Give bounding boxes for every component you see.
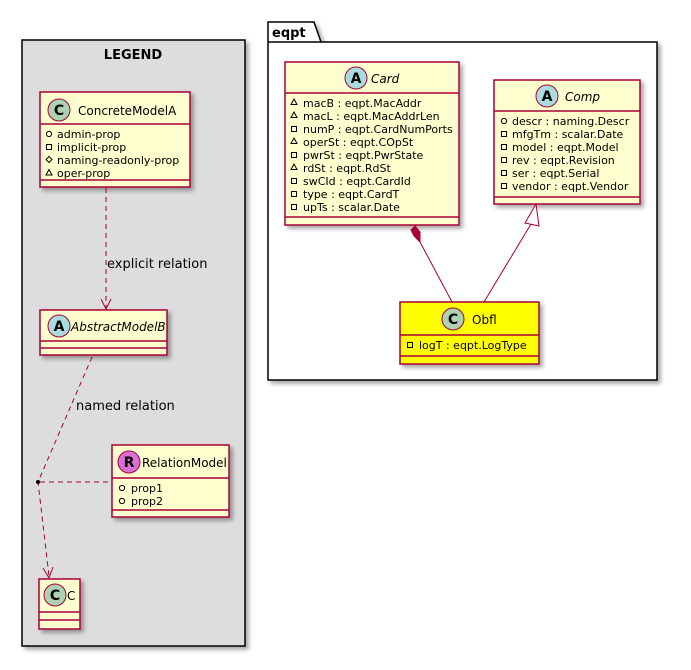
class-comp[interactable]: A Comp descr : naming.Descr mfgTm : scal… bbox=[493, 79, 641, 205]
vis-public-icon bbox=[118, 484, 126, 492]
vis-public-icon bbox=[118, 497, 126, 505]
named-relation-label: named relation bbox=[76, 399, 175, 414]
badge-letter: A bbox=[351, 71, 362, 87]
vis-private-icon bbox=[291, 191, 297, 197]
class-stereotype-badge bbox=[47, 314, 71, 338]
badge-letter: A bbox=[54, 319, 65, 335]
vis-private-icon bbox=[501, 170, 507, 176]
vis-private-icon bbox=[501, 144, 507, 150]
vis-private-icon bbox=[291, 204, 297, 210]
edge-named-relation bbox=[36, 356, 93, 580]
attribute: oper-prop bbox=[57, 167, 110, 180]
class-relation-model[interactable]: R RelationModel prop1 prop2 bbox=[111, 444, 230, 518]
attribute: type : eqpt.CardT bbox=[303, 188, 400, 201]
attribute: naming-readonly-prop bbox=[57, 154, 179, 167]
vis-private-icon bbox=[291, 152, 297, 158]
attribute: logT : eqpt.LogType bbox=[419, 339, 527, 352]
badge-letter: A bbox=[542, 89, 553, 105]
class-stereotype-badge bbox=[43, 583, 67, 607]
class-name: C bbox=[67, 589, 75, 603]
vis-private-icon bbox=[407, 342, 413, 348]
attribute: prop2 bbox=[131, 495, 163, 508]
class-name: RelationModel bbox=[142, 456, 227, 470]
class-card[interactable]: A Card macB : eqpt.MacAddr macL : eqpt.M… bbox=[284, 61, 460, 226]
vis-package-icon bbox=[290, 136, 298, 144]
attribute: ser : eqpt.Serial bbox=[512, 167, 599, 180]
legend-panel: LEGEND C ConcreteModelA admin-prop impli… bbox=[21, 39, 246, 647]
package-eqpt: eqpt A Card macB : eqpt.MacAddr macL : e… bbox=[267, 21, 658, 381]
edge-composition-card-obfl bbox=[410, 225, 453, 303]
badge-letter: C bbox=[54, 103, 64, 119]
class-stereotype-badge bbox=[47, 98, 71, 122]
attribute: vendor : eqpt.Vendor bbox=[512, 180, 629, 193]
class-stereotype-badge bbox=[344, 66, 368, 90]
class-stereotype-badge bbox=[117, 450, 141, 474]
attribute: operSt : eqpt.COpSt bbox=[303, 136, 414, 149]
class-name: Obfl bbox=[472, 313, 497, 327]
attribute: prop1 bbox=[131, 482, 163, 495]
class-concrete-model-a[interactable]: C ConcreteModelA admin-prop implicit-pro… bbox=[39, 91, 191, 188]
attribute: swCId : eqpt.CardId bbox=[303, 175, 411, 188]
class-name: AbstractModelB bbox=[70, 320, 166, 334]
badge-letter: C bbox=[448, 312, 458, 328]
attribute: macB : eqpt.MacAddr bbox=[303, 97, 422, 110]
attribute: rev : eqpt.Revision bbox=[512, 154, 615, 167]
attribute: descr : naming.Descr bbox=[512, 115, 630, 128]
class-c[interactable]: C C bbox=[38, 578, 81, 630]
class-name: ConcreteModelA bbox=[78, 104, 177, 118]
class-obfl[interactable]: C Obfl logT : eqpt.LogType bbox=[399, 301, 540, 365]
vis-public-icon bbox=[500, 117, 508, 125]
legend-title: LEGEND bbox=[104, 48, 163, 63]
vis-private-icon bbox=[291, 126, 297, 132]
vis-package-icon bbox=[290, 97, 298, 105]
vis-private-icon bbox=[501, 131, 507, 137]
class-abstract-model-b[interactable]: A AbstractModelB bbox=[39, 309, 168, 356]
attribute: upTs : scalar.Date bbox=[303, 201, 400, 214]
attribute: admin-prop bbox=[57, 128, 120, 141]
vis-private-icon bbox=[46, 144, 52, 150]
vis-package-icon bbox=[290, 110, 298, 118]
attribute: model : eqpt.Model bbox=[512, 141, 619, 154]
attribute: macL : eqpt.MacAddrLen bbox=[303, 110, 440, 123]
vis-package-icon bbox=[45, 168, 53, 176]
class-name: Card bbox=[371, 72, 400, 86]
attribute: mfgTm : scalar.Date bbox=[512, 128, 624, 141]
package-name: eqpt bbox=[272, 26, 306, 41]
badge-letter: C bbox=[50, 588, 60, 604]
class-name: Comp bbox=[565, 90, 600, 104]
vis-protected-icon bbox=[45, 155, 53, 164]
edge-inheritance-obfl-comp bbox=[483, 202, 540, 303]
attribute: rdSt : eqpt.RdSt bbox=[303, 162, 391, 175]
attribute: numP : eqpt.CardNumPorts bbox=[303, 123, 453, 136]
vis-private-icon bbox=[291, 178, 297, 184]
vis-private-icon bbox=[501, 157, 507, 163]
class-stereotype-badge bbox=[441, 307, 465, 331]
attribute: implicit-prop bbox=[57, 141, 126, 154]
badge-letter: R bbox=[124, 455, 135, 471]
vis-public-icon bbox=[45, 130, 53, 138]
vis-package-icon bbox=[290, 162, 298, 170]
explicit-relation-label: explicit relation bbox=[107, 257, 207, 272]
edge-explicit-relation bbox=[100, 188, 112, 311]
class-stereotype-badge bbox=[535, 84, 559, 108]
attribute: pwrSt : eqpt.PwrState bbox=[303, 149, 424, 162]
vis-private-icon bbox=[501, 183, 507, 189]
